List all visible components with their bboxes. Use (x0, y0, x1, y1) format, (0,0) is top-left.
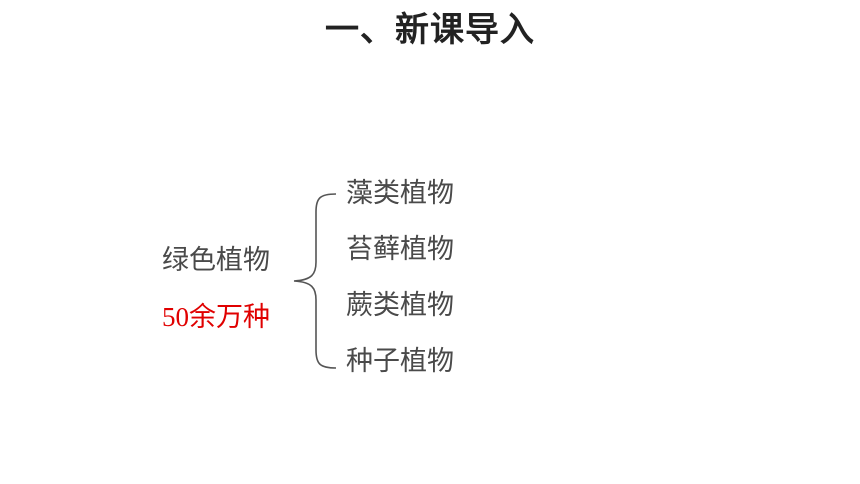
brace-path (293, 193, 337, 369)
slide-title: 一、新课导入 (325, 10, 535, 50)
category-item-bryophytes: 苔藓植物 (346, 234, 454, 265)
category-item-algae: 藻类植物 (346, 178, 454, 209)
species-count-number: 50 (162, 302, 189, 332)
green-plants-label: 绿色植物 (162, 245, 270, 276)
species-count-text: 余万种 (189, 302, 270, 333)
species-count-label: 50余万种 (162, 299, 270, 336)
category-item-seed-plants: 种子植物 (346, 346, 454, 377)
curly-brace-icon (293, 193, 337, 369)
category-item-ferns: 蕨类植物 (346, 290, 454, 321)
